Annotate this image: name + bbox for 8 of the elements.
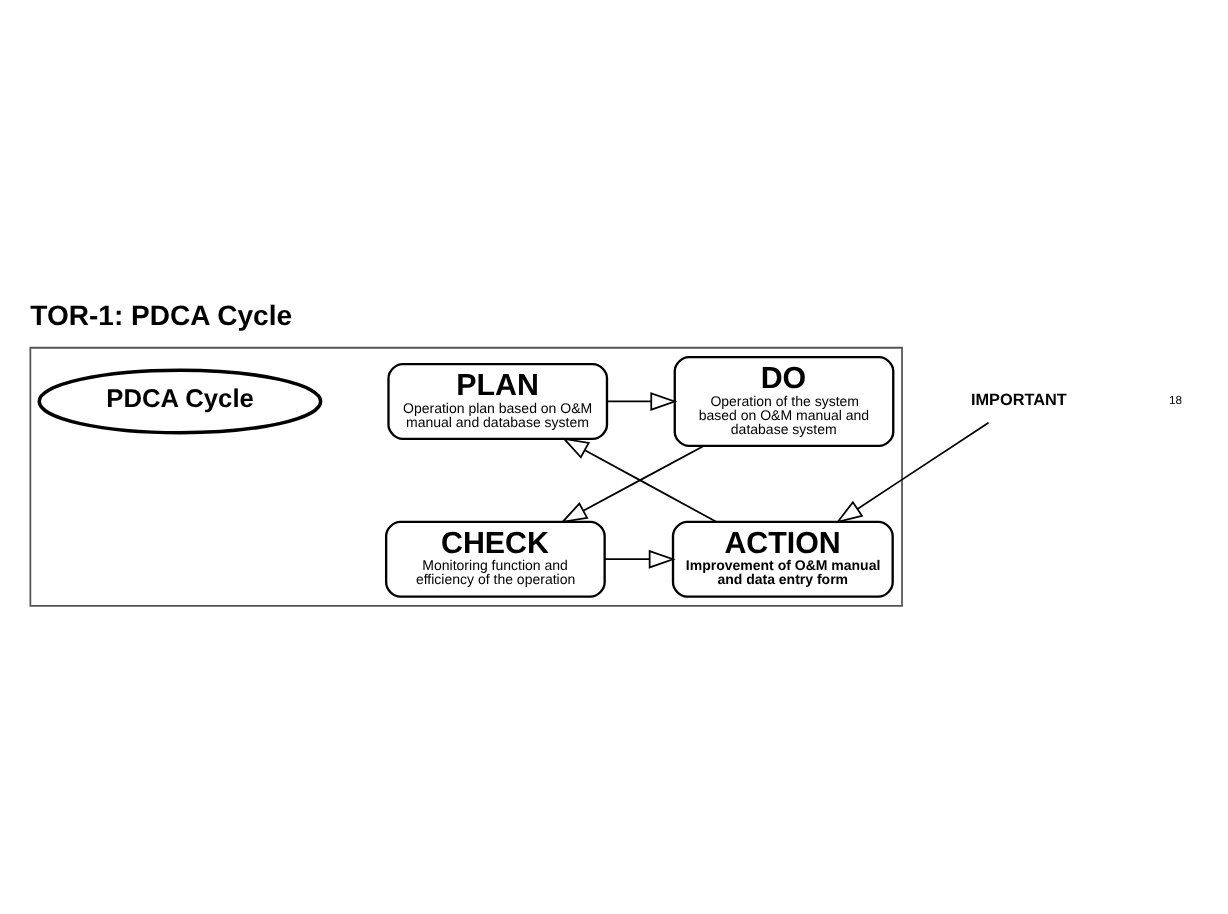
arrow: [561, 437, 718, 523]
arrow: [835, 421, 990, 524]
cluster: [29, 346, 903, 607]
arrow: [604, 549, 676, 569]
arrow: [560, 445, 705, 524]
node-ellipse: PDCA Cycle: [37, 368, 323, 435]
arrow: [606, 392, 678, 411]
diagram-title: TOR-1: PDCA Cycle: [30, 298, 293, 331]
